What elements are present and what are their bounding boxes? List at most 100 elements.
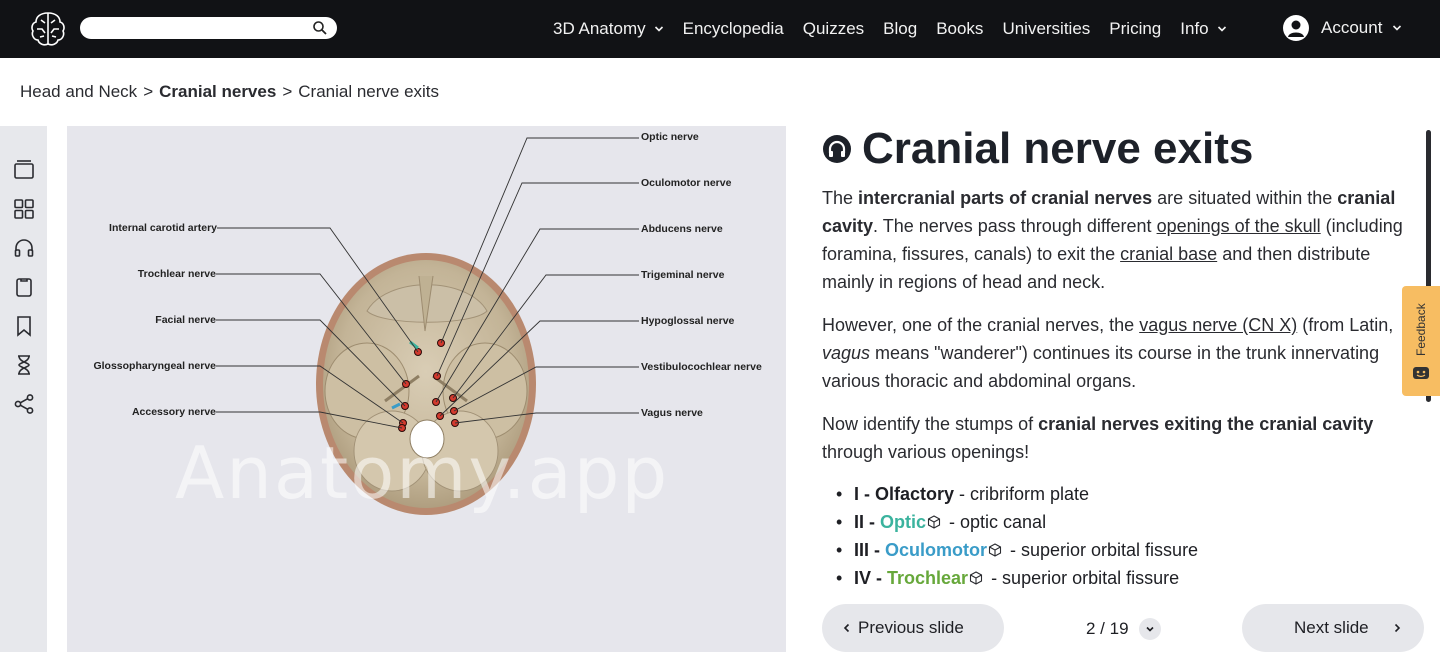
search-input[interactable]	[80, 17, 337, 39]
nav-item-books[interactable]: Books	[936, 19, 983, 39]
hourglass-icon[interactable]	[13, 354, 35, 376]
nerve-exit-description: - superior orbital fissure	[986, 568, 1180, 588]
slides-icon[interactable]	[13, 159, 35, 181]
nav-item-pricing[interactable]: Pricing	[1109, 19, 1161, 39]
nav-item-label: Quizzes	[802, 19, 865, 38]
chat-icon	[1413, 367, 1429, 379]
paragraph-2: However, one of the cranial nerves, the …	[822, 311, 1412, 395]
page-indicator: 2 / 19	[1086, 619, 1129, 638]
slide-pager[interactable]: 2 / 19	[1086, 618, 1161, 640]
page-dropdown[interactable]	[1138, 618, 1161, 640]
figure-label-left[interactable]: Trochlear nerve	[137, 268, 216, 280]
bold-text: cranial nerves exiting the cranial cavit…	[1038, 414, 1374, 434]
search-icon[interactable]	[312, 20, 328, 36]
previous-slide-button[interactable]: Previous slide	[822, 604, 1004, 652]
nav-item-blog[interactable]: Blog	[883, 19, 917, 39]
breadcrumb: Head and Neck > Cranial nerves > Cranial…	[20, 82, 439, 102]
nav-item-info[interactable]: Info	[1180, 19, 1226, 39]
account-menu[interactable]: Account	[1283, 15, 1402, 41]
nav-item-label: Encyclopedia	[682, 19, 784, 38]
slide-controls: Previous slide 2 / 19 Next slide	[822, 604, 1424, 652]
text: are situated within the	[1152, 188, 1338, 208]
next-slide-button[interactable]: Next slide	[1242, 604, 1424, 652]
page-title: Cranial nerve exits	[822, 126, 1412, 173]
figure-label-left[interactable]: Facial nerve	[155, 314, 216, 326]
nerve-name-link[interactable]: Trochlear	[887, 568, 969, 588]
nerve-exit-description: - cribriform plate	[954, 484, 1090, 504]
nerve-exit-description: - optic canal	[944, 512, 1047, 532]
nerve-name-link[interactable]: Oculomotor	[885, 540, 987, 560]
brain-logo-icon[interactable]	[28, 9, 68, 49]
nerve-number: III -	[854, 540, 885, 560]
figure-label-right[interactable]: Abducens nerve	[641, 223, 723, 235]
nav-item-quizzes[interactable]: Quizzes	[803, 19, 864, 39]
nav-item-label: Universities	[1002, 19, 1091, 38]
nerve-number: II -	[854, 512, 880, 532]
link-cranial-base[interactable]: cranial base	[1120, 244, 1218, 264]
text: means "wanderer") continues its course i…	[822, 343, 1380, 391]
headphones-icon[interactable]	[13, 237, 35, 259]
list-item: III - Oculomotor - superior orbital fiss…	[836, 536, 1412, 564]
nav-item-label: Info	[1180, 19, 1209, 38]
figure-label-right[interactable]: Optic nerve	[641, 131, 699, 143]
main-nav: 3D Anatomy Encyclopedia Quizzes Blog Books Un…	[553, 0, 1246, 58]
article-content: Cranial nerve exits The intercranial par…	[822, 126, 1412, 600]
text: Now identify the stumps of	[822, 414, 1039, 434]
nav-item-label: Pricing	[1109, 19, 1162, 38]
italic-text: vagus	[822, 343, 871, 363]
bold-text: intercranial parts of cranial nerves	[858, 188, 1153, 208]
link-openings-of-the-skull[interactable]: openings of the skull	[1156, 216, 1321, 236]
nav-item-encyclopedia[interactable]: Encyclopedia	[683, 19, 784, 39]
text: However, one of the cranial nerves, the	[822, 315, 1140, 335]
3d-cube-icon[interactable]	[927, 515, 941, 529]
bookmark-icon[interactable]	[13, 315, 35, 337]
bold-text: cranial cavity	[822, 188, 1396, 236]
list-item: IV - Trochlear - superior orbital fissur…	[836, 564, 1412, 592]
nav-item-3d-anatomy[interactable]: 3D Anatomy	[553, 19, 664, 39]
chevron-right-icon	[1394, 623, 1401, 633]
figure-label-left[interactable]: Accessory nerve	[131, 406, 216, 418]
figure-label-right[interactable]: Vestibulocochlear nerve	[641, 361, 762, 373]
top-navigation-bar: 3D Anatomy Encyclopedia Quizzes Blog Books Un…	[0, 0, 1440, 58]
text: . The nerves pass through different	[873, 216, 1157, 236]
figure-label-right[interactable]: Hypoglossal nerve	[641, 315, 735, 327]
avatar-icon	[1283, 15, 1309, 41]
nerve-list: I - Olfactory - cribriform plateII - Opt…	[822, 480, 1412, 592]
breadcrumb-separator: >	[282, 82, 293, 101]
text: The	[822, 188, 859, 208]
text: and then distribute mainly in regions of…	[822, 244, 1371, 292]
nav-item-label: Books	[936, 19, 984, 38]
chevron-down-icon	[654, 26, 663, 32]
figure-label-right[interactable]: Vagus nerve	[641, 407, 703, 419]
content-scrollbar[interactable]	[1426, 130, 1431, 402]
breadcrumb-current: Cranial nerve exits	[298, 82, 440, 101]
watermark: Anatomy.app	[175, 431, 670, 515]
chevron-left-icon	[843, 623, 850, 633]
nerve-exit-description: - superior orbital fissure	[1005, 540, 1199, 560]
next-slide-label: Next slide	[1294, 618, 1369, 637]
3d-cube-icon[interactable]	[988, 543, 1002, 557]
nav-item-label: 3D Anatomy	[553, 19, 646, 38]
3d-cube-icon[interactable]	[969, 571, 983, 585]
grid-icon[interactable]	[13, 198, 35, 220]
nav-item-universities[interactable]: Universities	[1002, 19, 1090, 39]
link-vagus-nerve[interactable]: vagus nerve (CN X)	[1139, 315, 1298, 335]
share-icon[interactable]	[13, 393, 35, 415]
clipboard-icon[interactable]	[13, 276, 35, 298]
feedback-tab[interactable]: Feedback	[1402, 286, 1440, 396]
nerve-name-link[interactable]: Optic	[880, 512, 927, 532]
list-item: I - Olfactory - cribriform plate	[836, 480, 1412, 508]
list-item: II - Optic - optic canal	[836, 508, 1412, 536]
nerve-name-link: Olfactory	[875, 484, 955, 504]
chevron-down-icon	[1217, 26, 1226, 32]
figure-label-left[interactable]: Glossopharyngeal nerve	[93, 360, 216, 372]
figure-label-right[interactable]: Trigeminal nerve	[641, 269, 725, 281]
breadcrumb-cranial-nerves[interactable]: Cranial nerves	[159, 82, 277, 101]
breadcrumb-head-and-neck[interactable]: Head and Neck	[20, 82, 138, 101]
figure-label-right[interactable]: Oculomotor nerve	[641, 177, 732, 189]
feedback-label: Feedback	[1414, 303, 1428, 356]
headphones-icon[interactable]	[822, 134, 852, 164]
skull-base-illustration	[216, 137, 639, 515]
figure-label-left[interactable]: Internal carotid artery	[109, 222, 217, 234]
